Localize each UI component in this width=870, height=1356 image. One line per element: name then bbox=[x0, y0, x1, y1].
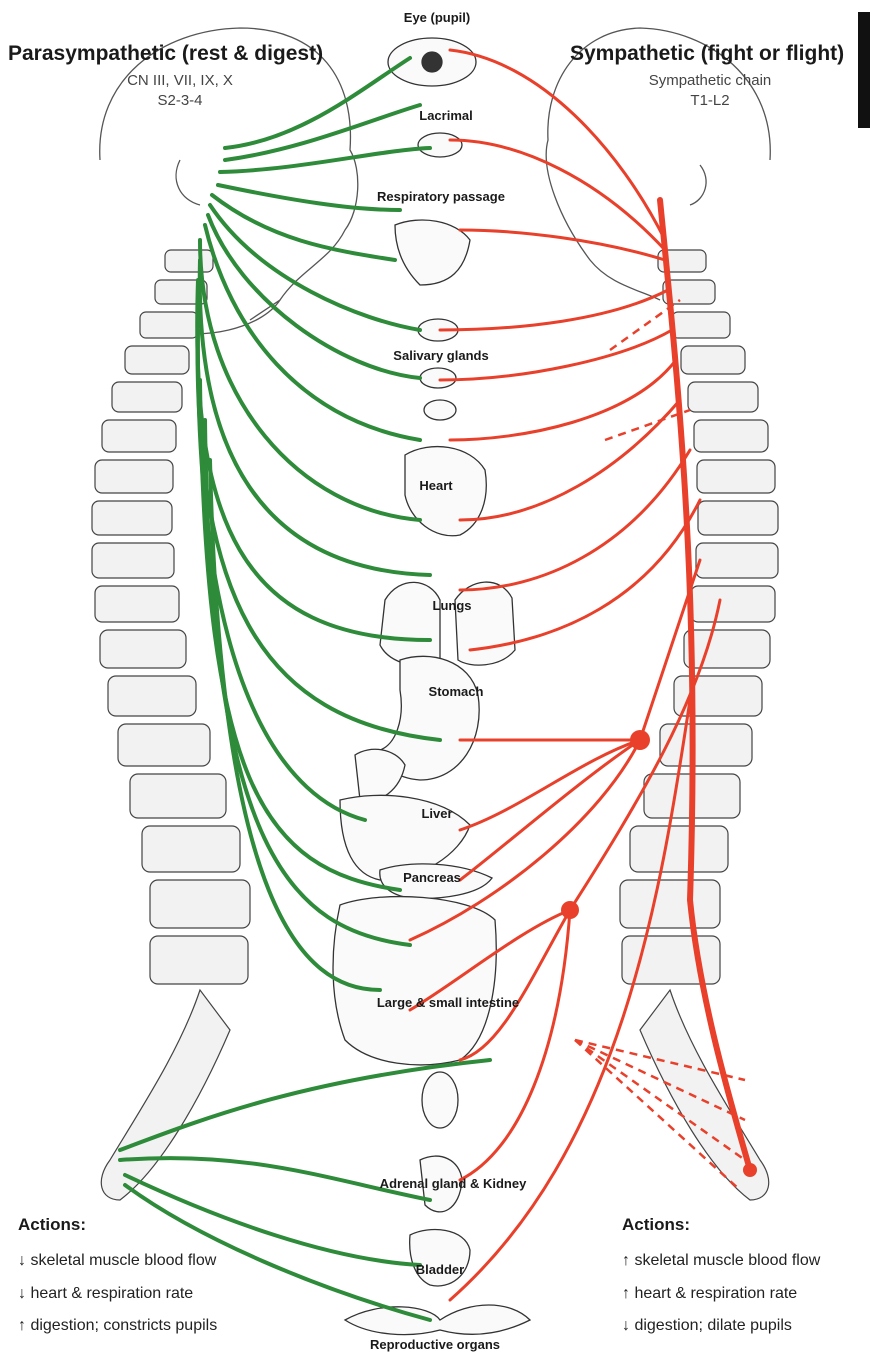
organ-label-heart: Heart bbox=[419, 478, 452, 493]
section-tab bbox=[858, 12, 870, 128]
sympathetic-action-1: ↑ skeletal muscle blood flow bbox=[622, 1252, 820, 1270]
parasympathetic-action-1: ↓ skeletal muscle blood flow bbox=[18, 1252, 216, 1270]
sympathetic-actions-heading: Actions: bbox=[622, 1215, 690, 1235]
organ-label-pancreas: Pancreas bbox=[403, 870, 461, 885]
organ-label-bladder: Bladder bbox=[416, 1262, 464, 1277]
parasympathetic-action-3: ↑ digestion; constricts pupils bbox=[18, 1317, 217, 1335]
sympathetic-segments-label: T1-L2 bbox=[630, 92, 790, 109]
parasympathetic-segments-label: S2-3-4 bbox=[100, 92, 260, 109]
organ-label-intestine: Large & small intestine bbox=[377, 995, 519, 1010]
bladder-sketch bbox=[410, 1230, 470, 1286]
rectum-sketch bbox=[422, 1072, 458, 1128]
sympathetic-action-2: ↑ heart & respiration rate bbox=[622, 1285, 797, 1303]
organ-label-respiratory-passage: Respiratory passage bbox=[377, 189, 505, 204]
parasympathetic-title: Parasympathetic (rest & digest) bbox=[8, 42, 323, 66]
organ-label-salivary-glands: Salivary glands bbox=[393, 348, 488, 363]
organ-label-adrenal-kidney: Adrenal gland & Kidney bbox=[380, 1176, 527, 1191]
sympathetic-action-3: ↓ digestion; dilate pupils bbox=[622, 1317, 792, 1335]
organ-label-lungs: Lungs bbox=[433, 598, 472, 613]
parasympathetic-actions-heading: Actions: bbox=[18, 1215, 86, 1235]
organ-label-eye: Eye (pupil) bbox=[404, 10, 470, 25]
sympathetic-chain-label: Sympathetic chain bbox=[630, 72, 790, 89]
lungs-sketch bbox=[380, 582, 515, 665]
lacrimal-sketch bbox=[418, 133, 462, 157]
parasympathetic-nerves-label: CN III, VII, IX, X bbox=[100, 72, 260, 89]
intestine-sketch bbox=[333, 897, 496, 1065]
left-spine bbox=[92, 250, 250, 1200]
stomach-duodenum-sketch bbox=[355, 749, 405, 801]
parasympathetic-action-2: ↓ heart & respiration rate bbox=[18, 1285, 193, 1303]
reproductive-organs-sketch bbox=[345, 1305, 530, 1335]
organ-label-liver: Liver bbox=[421, 806, 452, 821]
organ-label-reproductive-organs: Reproductive organs bbox=[370, 1337, 500, 1352]
organ-label-lacrimal: Lacrimal bbox=[419, 108, 472, 123]
sympathetic-title: Sympathetic (fight or flight) bbox=[570, 42, 844, 66]
organ-label-stomach: Stomach bbox=[429, 684, 484, 699]
